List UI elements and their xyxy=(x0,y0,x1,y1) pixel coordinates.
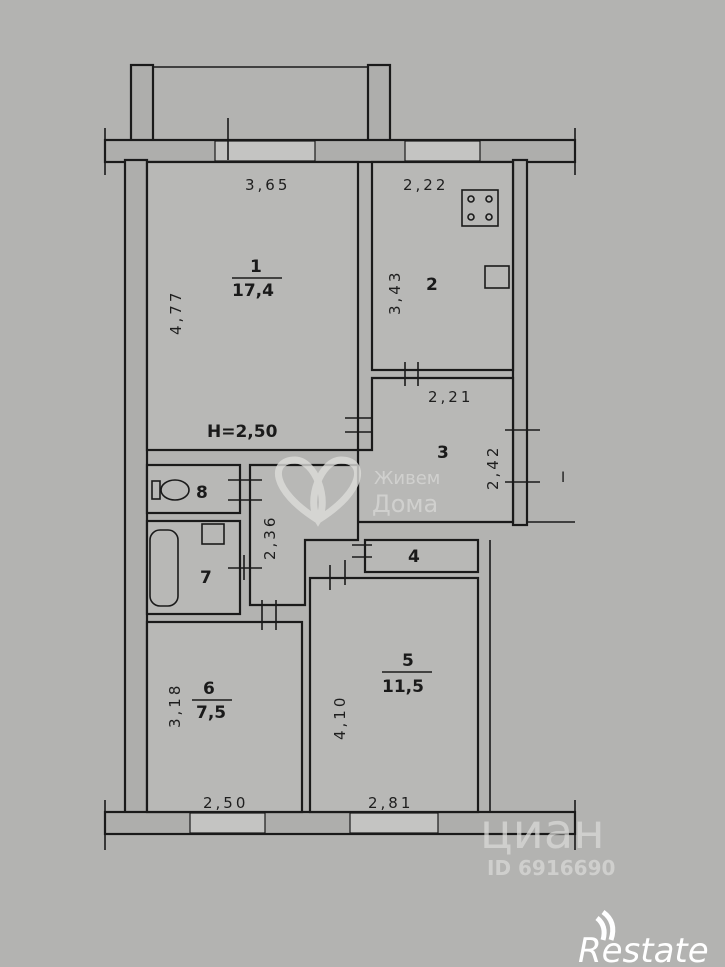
burner xyxy=(485,213,493,221)
balcony-wall-right xyxy=(366,63,392,149)
zhivem-doma-watermark: Живем Дома xyxy=(275,456,440,527)
room-5-width: 2,81 xyxy=(368,794,413,812)
window-room-1 xyxy=(214,140,316,162)
room-4 xyxy=(363,538,480,574)
burner xyxy=(467,195,475,203)
left-wall xyxy=(123,158,149,818)
room-3-width: 2,21 xyxy=(428,388,473,406)
watermark-text: Живем xyxy=(374,468,440,489)
room-4-number: 4 xyxy=(408,547,420,567)
room-1-width: 3,65 xyxy=(245,176,290,194)
cian-watermark: циан xyxy=(480,804,605,860)
balcony-wall-left xyxy=(129,63,155,149)
ceiling-height: H=2,50 xyxy=(207,422,278,442)
toilet-icon xyxy=(160,479,190,501)
window-room-2 xyxy=(404,140,481,162)
top-wall xyxy=(103,138,577,164)
room-5 xyxy=(308,576,480,814)
room-6 xyxy=(145,620,304,814)
door-marks xyxy=(227,118,540,630)
entrance-mark: I xyxy=(561,470,565,486)
heart-logo-icon xyxy=(275,456,361,527)
corridor-length: 2,36 xyxy=(261,515,279,560)
room-1-area: 17,4 xyxy=(232,281,274,301)
room-1-number: 1 xyxy=(250,257,262,277)
washbasin-icon xyxy=(201,523,225,545)
toilet-tank xyxy=(151,480,161,500)
room-5-number: 5 xyxy=(402,651,414,671)
burner xyxy=(485,195,493,203)
room-6-length: 3,18 xyxy=(166,683,184,728)
room-5-length: 4,10 xyxy=(331,695,349,740)
stove-icon xyxy=(461,189,499,227)
room-8 xyxy=(145,463,242,515)
cian-id: ID 6916690 xyxy=(487,856,615,880)
restate-text: Restate xyxy=(578,931,709,967)
room-6-area: 7,5 xyxy=(196,703,226,723)
room-3-length: 2,42 xyxy=(484,445,502,490)
right-wall xyxy=(511,158,529,527)
bathtub-icon xyxy=(149,529,179,607)
room-1-length: 4,77 xyxy=(167,290,185,335)
room-2-number: 2 xyxy=(426,275,438,295)
room-7 xyxy=(145,519,242,616)
room-5-area: 11,5 xyxy=(382,677,424,697)
watermark-text: Дома xyxy=(372,490,438,518)
room-7-number: 7 xyxy=(200,568,212,588)
sink-icon xyxy=(484,265,510,289)
window-room-6 xyxy=(189,812,266,834)
room-1 xyxy=(145,160,360,452)
room-3-number: 3 xyxy=(437,443,449,463)
room-6-width: 2,50 xyxy=(203,794,248,812)
signal-icon xyxy=(595,909,616,941)
window-room-5 xyxy=(349,812,439,834)
restate-logo: Restate xyxy=(578,909,709,967)
burner xyxy=(467,213,475,221)
room-6-number: 6 xyxy=(203,679,215,699)
room-2-width: 2,22 xyxy=(403,176,448,194)
room-2-length: 3,43 xyxy=(386,270,404,315)
room-8-number: 8 xyxy=(196,483,208,503)
